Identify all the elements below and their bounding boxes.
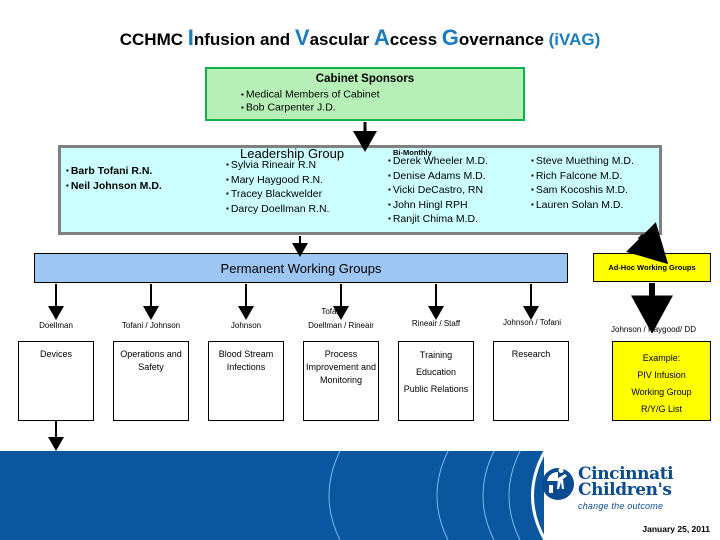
adhoc-example-line: PIV Infusion (637, 370, 686, 380)
title-word-governance: overnance (458, 30, 549, 49)
list-item: Darcy Doellman R.N. (226, 202, 330, 217)
adhoc-example-line: Working Group (631, 387, 692, 397)
working-group-box-devices[interactable]: Devices 6 Weeks (18, 341, 94, 421)
wg-lead-label-training: Rineair / Staff (411, 319, 461, 328)
list-item: John Hingl RPH (388, 198, 488, 213)
footer-band (0, 451, 720, 540)
footer-logo-plate (544, 451, 720, 540)
list-item: Mary Haygood R.N. (226, 173, 329, 188)
working-group-title: Blood Stream Infections (218, 349, 274, 372)
wg-lead-label-process: Doellman / Rineair (308, 321, 374, 330)
working-group-box-process-improvement[interactable]: Process Improvement and Monitoring (303, 341, 379, 421)
cabinet-sponsors-heading: Cabinet Sponsors (315, 73, 415, 85)
wg-lead-label-operations: Tofani / Johnson (121, 321, 181, 330)
title-cap-a: A (373, 25, 390, 50)
list-item: Bob Carpenter J.D. (241, 101, 523, 114)
cabinet-sponsors-box: Cabinet Sponsors Medical Members of Cabi… (205, 67, 525, 121)
page-title: CCHMC Infusion and Vascular Access Gover… (0, 27, 720, 50)
wg-lead-label-research: Johnson / Tofani (502, 318, 562, 327)
footer-arcs (328, 451, 547, 540)
date-stamp: January 25, 2011 (642, 524, 710, 534)
title-cap-v: V (294, 25, 310, 50)
logo-line-cincinnati: Cincinnati (578, 464, 674, 484)
list-item: Lauren Solan M.D. (531, 198, 634, 213)
leadership-member-column-1: Sylvia Rineair R.N Mary Haygood R.N. Tra… (226, 158, 330, 217)
logo-tagline: change the outcome (578, 501, 664, 511)
working-group-title: Training Education Public Relations (403, 350, 469, 394)
working-group-title: Devices (39, 349, 72, 359)
list-item: Vicki DeCastro, RN (388, 183, 488, 198)
working-group-box-blood-stream-infections[interactable]: Blood Stream Infections (208, 341, 284, 421)
list-item: Steve Muething M.D. (531, 154, 634, 169)
list-item: Neil Johnson M.D. (66, 179, 162, 194)
title-word-vascular: ascular (309, 30, 374, 49)
list-item: Sylvia Rineair R.N (226, 158, 329, 173)
permanent-working-groups-bar: Permanent Working Groups (34, 253, 568, 283)
title-cap-g: G (441, 25, 459, 50)
working-group-box-training[interactable]: Training Education Public Relations (398, 341, 474, 421)
logo-line-childrens: Children's (578, 480, 672, 500)
leadership-cadence-label: Bi-Monthly (393, 148, 432, 157)
working-group-box-research[interactable]: Research (493, 341, 569, 421)
list-item: Barb Tofani R.N. (66, 164, 162, 179)
list-item: Medical Members of Cabinet (241, 88, 523, 101)
working-group-title: Operations and Safety (120, 349, 182, 372)
title-word-infusion: nfusion and (193, 30, 295, 49)
title-acronym: (iVAG) (548, 30, 601, 49)
list-item: Ranjit Chima M.D. (388, 212, 488, 227)
list-item: Sam Kocoshis M.D. (531, 183, 634, 198)
title-word-access: ccess (389, 30, 442, 49)
list-item: Derek Wheeler M.D. (388, 154, 488, 169)
cincinnati-childrens-logo: Cincinnati Children's change the outcome (542, 466, 712, 511)
title-prefix: CCHMC (119, 30, 188, 49)
list-item: Denise Adams M.D. (388, 169, 488, 184)
list-item: Rich Falcone M.D. (531, 169, 634, 184)
adhoc-example-line: Example: (642, 353, 681, 363)
wg-lead-label-devices: Doellman (39, 321, 73, 330)
working-group-title: Research (511, 349, 551, 359)
adhoc-working-groups-label: Ad-Hoc Working Groups (608, 263, 696, 272)
adhoc-example-box[interactable]: Example: PIV Infusion Working Group R/Y/… (612, 341, 711, 421)
wg-lead-label-bsi: Johnson (230, 321, 262, 330)
wg-lead-label-adhoc: Johnson / Haygood/ DD (611, 325, 696, 334)
leadership-chairs-column: Barb Tofani R.N. Neil Johnson M.D. (66, 164, 162, 193)
cabinet-sponsors-list: Medical Members of Cabinet Bob Carpenter… (207, 88, 523, 115)
list-item: Tracey Blackwelder (226, 187, 329, 202)
permanent-working-groups-label: Permanent Working Groups (220, 260, 382, 276)
working-group-title: Process Improvement and Monitoring (305, 349, 377, 385)
adhoc-example-line: R/Y/G List (640, 404, 682, 414)
leadership-member-column-2: Derek Wheeler M.D. Denise Adams M.D. Vic… (388, 154, 488, 227)
leadership-member-column-3: Steve Muething M.D. Rich Falcone M.D. Sa… (531, 154, 634, 212)
adhoc-working-groups-bar: Ad-Hoc Working Groups (593, 253, 711, 282)
title-cap-i: I (187, 25, 194, 50)
logo-wordmark: Cincinnati Children's change the outcome (578, 464, 712, 512)
childrens-hospital-logo-icon (542, 467, 574, 500)
wg-lead-label-process-secondary: Tofani (321, 307, 343, 316)
working-group-box-operations-safety[interactable]: Operations and Safety (113, 341, 189, 421)
